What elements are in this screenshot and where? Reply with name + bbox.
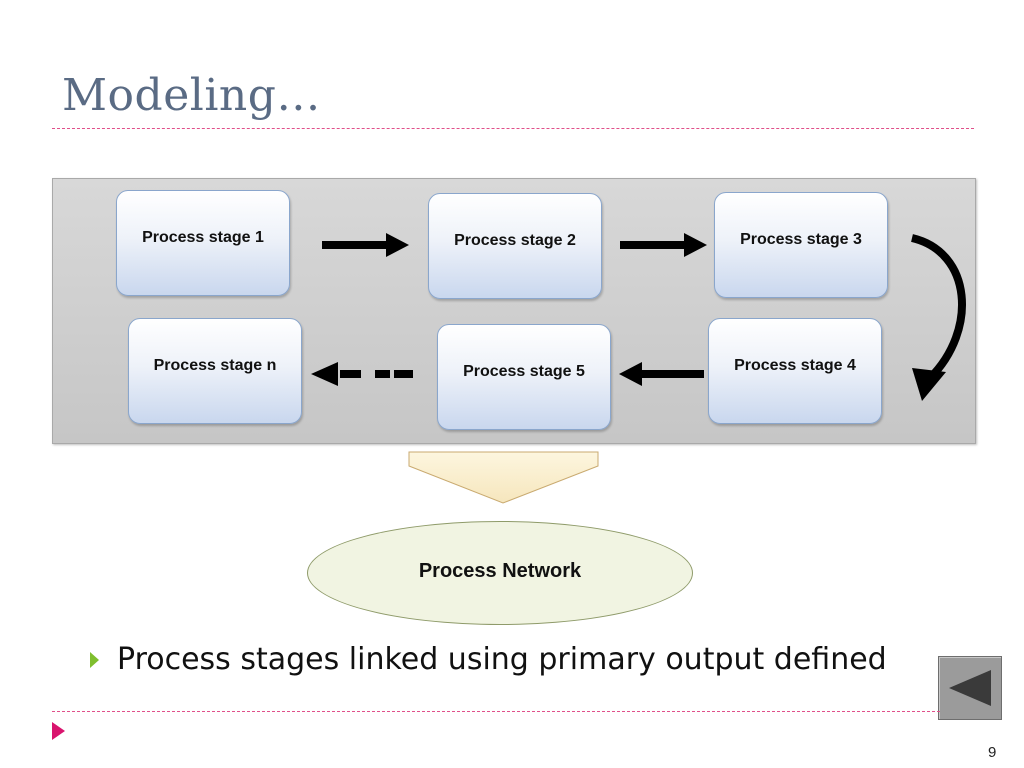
process-network-label: Process Network — [418, 559, 582, 582]
process-stage-2-label: Process stage 2 — [454, 232, 576, 249]
process-stage-4-box: Process stage 4 — [708, 318, 882, 424]
process-stage-4-label: Process stage 4 — [734, 357, 856, 374]
footer-divider — [52, 711, 940, 712]
process-network-ellipse: Process Network — [307, 521, 693, 625]
process-stage-5-box: Process stage 5 — [437, 324, 611, 430]
process-stage-1-label: Process stage 1 — [142, 229, 264, 246]
process-stage-1-box: Process stage 1 — [116, 190, 290, 296]
back-button[interactable] — [938, 656, 1002, 720]
back-triangle-icon — [949, 670, 991, 706]
process-stage-n-label: Process stage n — [153, 357, 277, 374]
process-stage-3-box: Process stage 3 — [714, 192, 888, 298]
bullet-item: Process stages linked using primary outp… — [90, 642, 887, 677]
funnel-arrow-down — [408, 451, 599, 504]
bullet-text: Process stages linked using primary outp… — [117, 642, 887, 677]
process-stage-2-box: Process stage 2 — [428, 193, 602, 299]
process-stage-5-label: Process stage 5 — [463, 363, 585, 380]
process-stage-3-label: Process stage 3 — [740, 231, 862, 248]
green-triangle-bullet-icon — [90, 651, 99, 668]
title-divider — [52, 128, 974, 129]
page-number: 9 — [988, 744, 997, 761]
slide-title: Modeling… — [62, 70, 321, 121]
process-stage-n-box: Process stage n — [128, 318, 302, 424]
pink-triangle-marker-icon — [52, 722, 65, 740]
